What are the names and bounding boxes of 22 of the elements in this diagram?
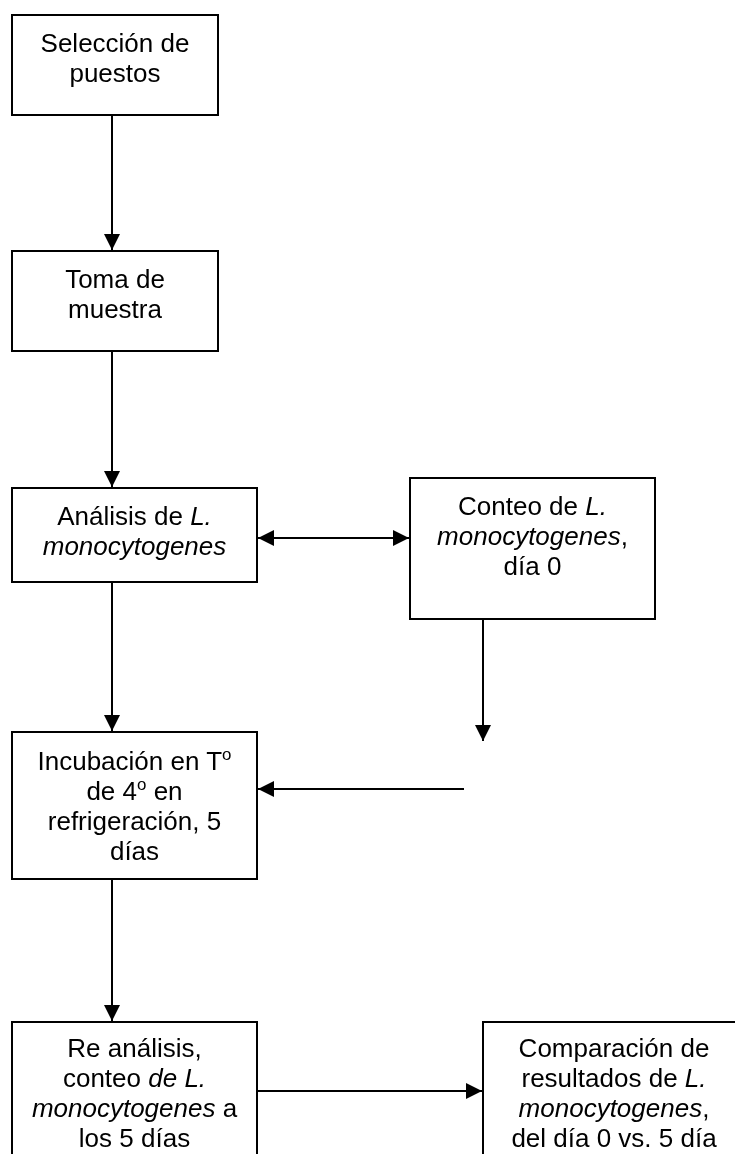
step-text: Conteo de L. monocytogenes, día 0 [436, 491, 629, 581]
process-box [409, 477, 656, 620]
process-box [11, 731, 258, 880]
arrow [104, 879, 120, 1022]
arrow [104, 115, 120, 251]
arrow [104, 582, 120, 732]
arrow [104, 351, 120, 488]
arrow [257, 530, 410, 546]
step-text: Re análisis, conteo de L. monocytogenes a los 5 días [31, 1033, 238, 1153]
process-box [482, 1021, 735, 1154]
step-text: Análisis de L. monocytogenes [41, 501, 228, 561]
process-box [11, 250, 219, 352]
step-text: Selección de puestos [39, 28, 191, 88]
step-text: Incubación en T$^{o}$ de 4$^{o}$ en refrigeración, 5 días [36, 746, 233, 866]
arrow [257, 1083, 483, 1099]
process-box [11, 1021, 258, 1154]
arrow [475, 619, 491, 742]
process-box [11, 487, 258, 583]
step-text: Comparación de resultados de L. monocytogenes, del día 0 vs. 5 día [510, 1033, 718, 1153]
arrow [257, 781, 465, 797]
step-text: Toma de muestra [64, 264, 166, 324]
process-box [11, 14, 219, 116]
